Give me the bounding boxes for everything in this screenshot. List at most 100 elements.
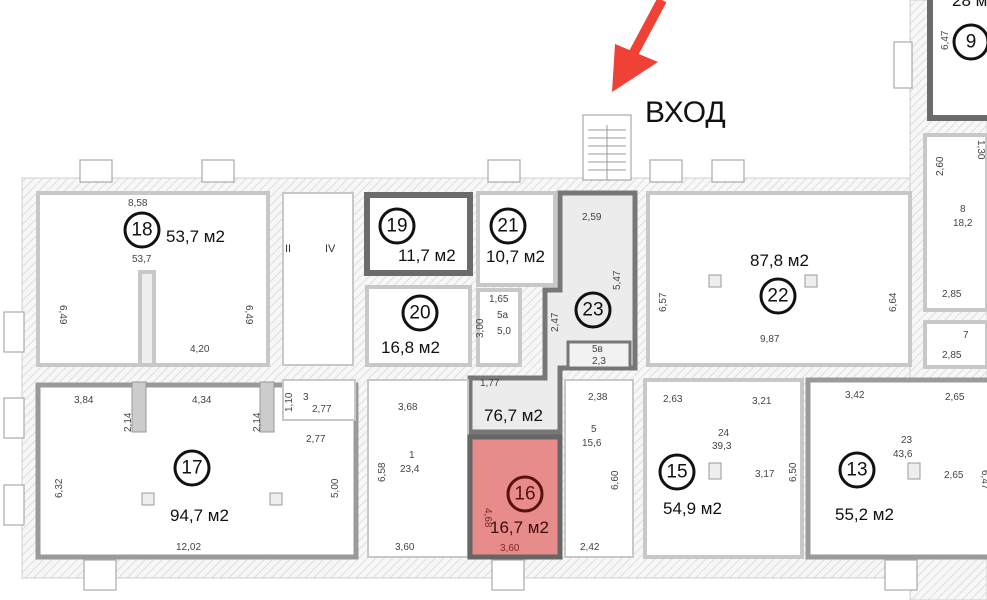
windows	[3, 41, 918, 591]
dim: 3,84	[74, 395, 94, 406]
room-9[interactable]	[927, 0, 987, 121]
dim: 7	[963, 330, 969, 341]
room-23[interactable]	[467, 190, 638, 435]
dim: 18,2	[953, 218, 973, 229]
room-9-area: 28 м2	[952, 0, 987, 10]
room-17-area: 94,7 м2	[170, 506, 229, 525]
stair-label: II	[285, 243, 291, 255]
room-17[interactable]	[35, 382, 359, 560]
room-21-area: 10,7 м2	[486, 247, 545, 266]
entrance-stair	[582, 114, 632, 181]
dim: 5,0	[497, 326, 511, 337]
dim: 12,02	[176, 542, 201, 553]
dim: 2,63	[663, 394, 683, 405]
columns	[131, 274, 921, 506]
room-13[interactable]	[805, 377, 987, 560]
room-7	[923, 320, 987, 369]
dim: 3,17	[755, 469, 775, 480]
dim: 8,58	[128, 198, 148, 209]
dim: 23,4	[400, 464, 420, 475]
room-13-area: 55,2 м2	[835, 505, 894, 524]
dim: 2,14	[123, 412, 134, 432]
stair-label: IV	[325, 243, 336, 255]
room-5a	[476, 288, 522, 367]
dim: 2,65	[944, 470, 964, 481]
dim: 1,65	[489, 294, 509, 305]
room-16[interactable]	[467, 434, 563, 560]
room-19-number: 19	[386, 216, 407, 237]
room-13-number: 13	[846, 460, 867, 481]
dim: 4,34	[192, 395, 212, 406]
dim: 3,42	[845, 390, 865, 401]
dim: 1,10	[284, 392, 295, 412]
room-15[interactable]	[643, 378, 804, 559]
room-19[interactable]	[364, 192, 473, 276]
dim: 6,57	[658, 292, 669, 312]
dim: 2,60	[935, 156, 946, 176]
dim: 2,47	[550, 312, 561, 332]
dim: 6,50	[788, 462, 799, 482]
room-23-number: 23	[582, 300, 603, 321]
dim: 6,64	[888, 292, 899, 312]
dim: 2,38	[588, 392, 608, 403]
room-16-number: 16	[514, 484, 535, 505]
dim: 5,00	[330, 478, 341, 498]
dim: 5,47	[612, 270, 623, 290]
dim: 2,77	[312, 404, 332, 415]
dim: 3,00	[475, 318, 486, 338]
room-23-area: 76,7 м2	[484, 406, 543, 425]
room-5v	[566, 340, 632, 370]
dim: 2,65	[945, 392, 965, 403]
dim: 1,30	[975, 140, 986, 160]
room-22-number: 22	[767, 286, 788, 307]
dim: 4,68	[482, 508, 493, 528]
dim: 2,85	[942, 350, 962, 361]
dim: 3,68	[398, 402, 418, 413]
dim: 43,6	[893, 449, 913, 460]
room-20[interactable]	[365, 285, 472, 367]
dim: 23	[901, 435, 913, 446]
room-20-area: 16,8 м2	[381, 338, 440, 357]
dim: 9,87	[760, 334, 780, 345]
dim: 53,7	[132, 254, 152, 265]
dim: 15,6	[582, 438, 602, 449]
dim: 8	[960, 204, 966, 215]
entrance-arrow-icon	[612, 0, 667, 92]
entrance-label: ВХОД	[645, 96, 726, 129]
room-18-number: 18	[131, 220, 152, 241]
dim: 6,47	[979, 470, 987, 490]
dim: 6,49	[57, 305, 68, 325]
dim: 6,47	[940, 30, 951, 50]
room-9-number: 9	[966, 32, 977, 53]
room-20-number: 20	[409, 303, 430, 324]
room-16-area: 16,7 м2	[490, 518, 549, 537]
dim: 1	[409, 450, 415, 461]
dim: 6,60	[610, 470, 621, 490]
room-21[interactable]	[476, 191, 557, 287]
stairwell	[282, 192, 354, 366]
dim: 6,49	[243, 305, 254, 325]
dim: 5в	[592, 344, 603, 355]
room-18-partition	[138, 270, 156, 367]
room-22-area: 87,8 м2	[750, 251, 809, 270]
dim: 2,59	[582, 212, 602, 223]
dim: 2,3	[592, 356, 606, 367]
dim: 24	[718, 428, 730, 439]
room-8	[923, 133, 987, 312]
dim: 39,3	[712, 441, 732, 452]
dim: 2,14	[252, 412, 263, 432]
room-3	[282, 379, 356, 421]
dim: 4,20	[190, 344, 210, 355]
dim: 3,60	[500, 543, 520, 554]
dim: 3,60	[395, 542, 415, 553]
room-number-circles	[123, 23, 987, 513]
room-17-number: 17	[181, 458, 202, 479]
room-15-number: 15	[666, 462, 687, 483]
dim: 3,21	[752, 396, 772, 407]
dim: 5а	[497, 310, 509, 321]
dim: 2,85	[942, 289, 962, 300]
dim: 1,77	[480, 378, 500, 389]
room-18-area: 53,7 м2	[166, 227, 225, 246]
room-5	[564, 379, 634, 558]
